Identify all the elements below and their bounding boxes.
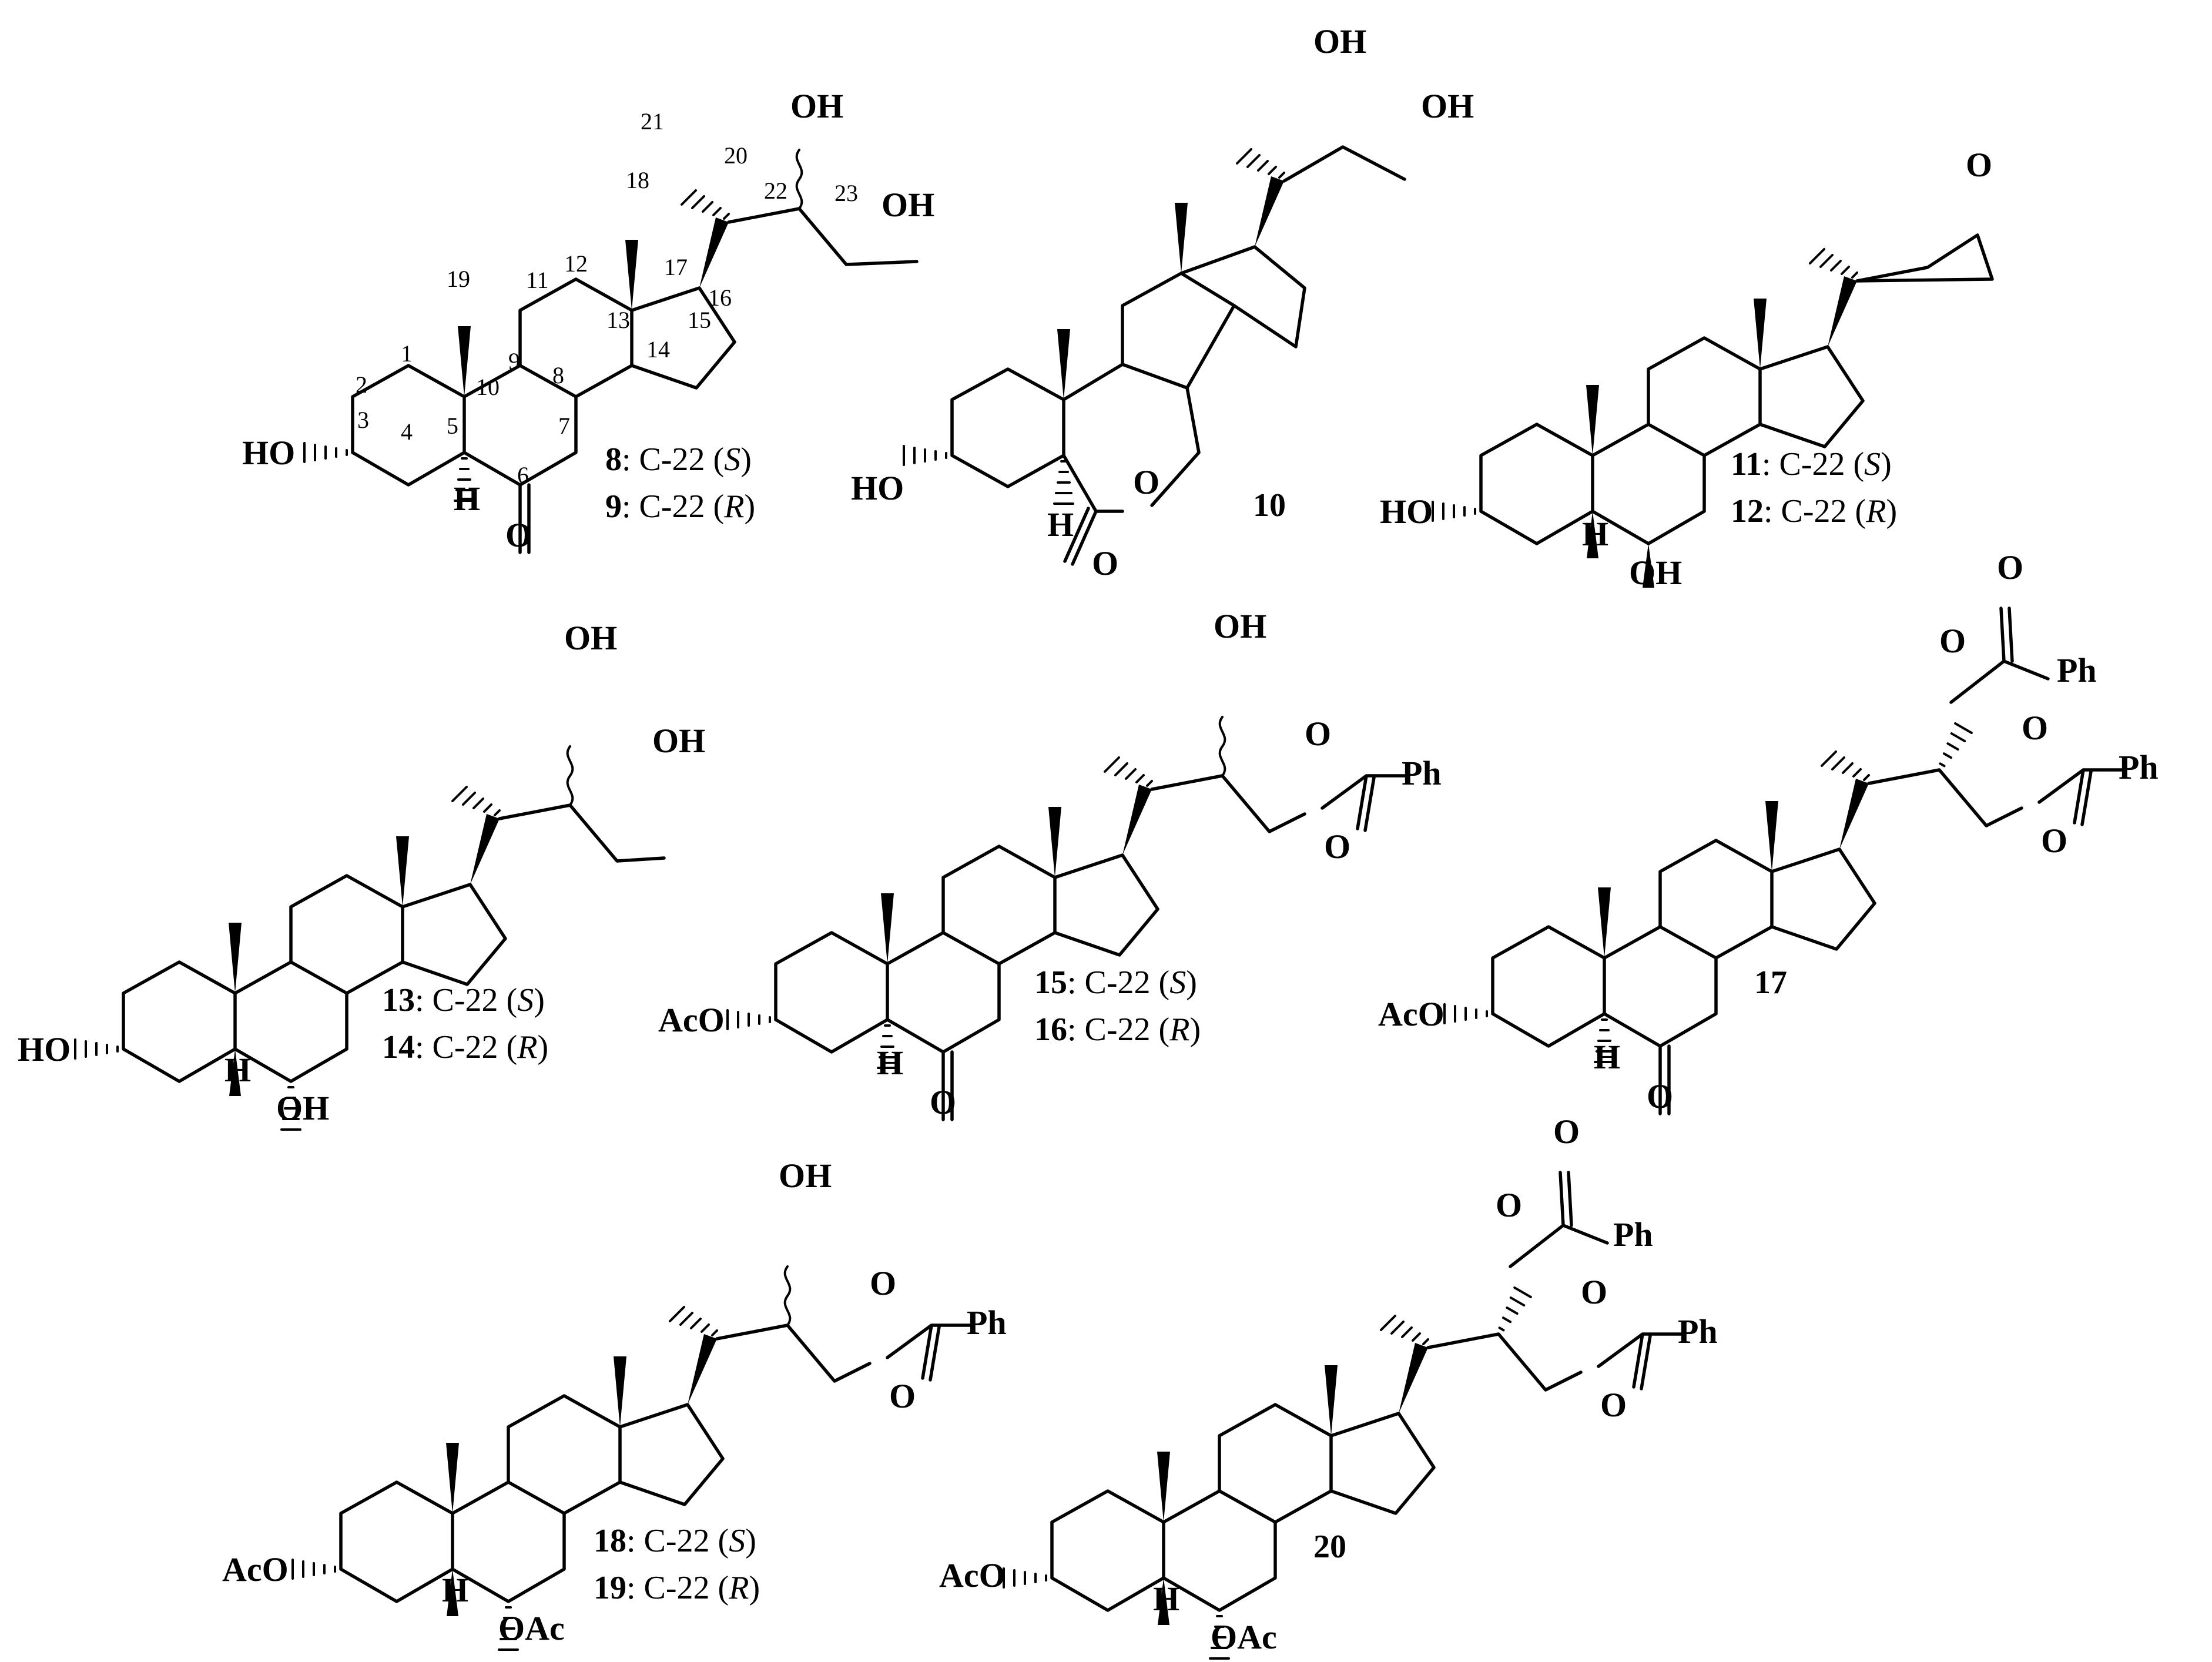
atom-ph22-17: Ph	[2057, 651, 2097, 689]
num-7: 7	[558, 413, 570, 439]
atom-ph-17: Ph	[2119, 748, 2159, 786]
num-18: 18	[626, 167, 649, 193]
caption-19: 19: C-22 (R)	[594, 1570, 760, 1606]
atom-o-carbonyl-17: O	[2041, 822, 2067, 860]
structure-17	[1443, 607, 2126, 1115]
atom-oh22-8: OH	[790, 87, 843, 125]
atom-ph22-20: Ph	[1613, 1215, 1653, 1254]
caption-17: 17	[1754, 964, 1787, 1001]
atom-o-10a: O	[1092, 544, 1118, 582]
atom-o6-15: O	[930, 1083, 956, 1121]
caption-14: 14: C-22 (R)	[382, 1029, 548, 1065]
atom-h-8: H	[454, 480, 480, 518]
atom-oh6-13: OH	[276, 1089, 329, 1127]
num-3: 3	[357, 407, 369, 433]
atom-aco-15: AcO	[658, 1001, 725, 1039]
num-8: 8	[552, 362, 564, 388]
num-9: 9	[508, 348, 520, 374]
atom-ph-20: Ph	[1678, 1312, 1718, 1351]
structure-20	[1003, 1171, 1685, 1660]
caption-9: 9: C-22 (R)	[605, 488, 755, 525]
atom-o-10b: O	[1133, 463, 1159, 501]
atom-o-epoxide: O	[1966, 146, 1992, 184]
atom-oac-20: OAc	[1211, 1618, 1277, 1656]
atom-o-ester-18: O	[870, 1264, 896, 1302]
atom-o-carbonyl-15: O	[1324, 827, 1350, 866]
atom-o22-20: O	[1496, 1186, 1522, 1224]
num-15: 15	[688, 307, 711, 333]
atom-h-18: H	[442, 1571, 468, 1609]
num-2: 2	[356, 371, 367, 398]
atom-o6-17: O	[1647, 1077, 1673, 1115]
atom-o-ester-20: O	[1581, 1273, 1607, 1311]
num-20: 20	[724, 142, 748, 169]
atom-o-8: O	[505, 516, 532, 554]
atom-oh22-10: OH	[1313, 22, 1366, 61]
atom-ph-15: Ph	[1402, 754, 1442, 792]
caption-11: 11: C-22 (S)	[1731, 446, 1892, 482]
atom-oh23-8: OH	[882, 186, 934, 224]
atom-o-carbonyl-20: O	[1600, 1386, 1627, 1424]
atom-aco-18: AcO	[222, 1550, 289, 1589]
num-19: 19	[447, 266, 470, 292]
atom-o-ester-17: O	[2022, 709, 2048, 747]
num-14: 14	[646, 336, 670, 363]
atom-o-carbonyl-18: O	[889, 1377, 916, 1415]
num-13: 13	[606, 307, 630, 333]
atom-h-11: H	[1582, 515, 1608, 553]
atom-oh23-13: OH	[652, 722, 705, 760]
atom-ho-11: HO	[1380, 492, 1433, 531]
num-17: 17	[664, 254, 688, 280]
atom-oh22-18: OH	[779, 1157, 832, 1195]
atom-oh22-15: OH	[1214, 607, 1266, 645]
structure-13-14	[74, 745, 666, 1131]
atom-oh6-11: OH	[1629, 554, 1682, 592]
atom-aco-20: AcO	[939, 1556, 1006, 1594]
caption-16: 16: C-22 (R)	[1034, 1011, 1201, 1048]
caption-18: 18: C-22 (S)	[594, 1523, 756, 1559]
structure-18-19	[291, 1265, 974, 1651]
atom-o-ester-15: O	[1305, 715, 1331, 753]
atom-h-10: H	[1047, 505, 1074, 544]
structure-10	[903, 145, 1406, 566]
num-16: 16	[708, 284, 732, 311]
num-5: 5	[447, 413, 458, 439]
num-23: 23	[834, 180, 858, 206]
atom-oac-18: OAc	[498, 1609, 565, 1647]
atom-aco-17: AcO	[1378, 995, 1444, 1033]
atom-o22-17: O	[1939, 622, 1966, 660]
num-6: 6	[517, 462, 529, 488]
atom-ho-8: HO	[242, 434, 295, 472]
atom-o-carbonyl22-17: O	[1997, 548, 2023, 587]
atom-o-carbonyl22-20: O	[1553, 1113, 1580, 1151]
atom-ph-18: Ph	[967, 1304, 1007, 1342]
atom-oh22-13: OH	[564, 619, 617, 657]
atom-h-20: H	[1153, 1580, 1179, 1618]
atom-oh23-10: OH	[1421, 87, 1474, 125]
caption-20: 20	[1313, 1529, 1346, 1565]
atom-h-15: H	[877, 1044, 903, 1082]
num-4: 4	[401, 418, 413, 445]
caption-8: 8: C-22 (S)	[605, 441, 752, 478]
structure-15-16	[726, 716, 1409, 1121]
num-10: 10	[476, 374, 500, 400]
num-1: 1	[401, 340, 413, 367]
caption-12: 12: C-22 (R)	[1731, 493, 1897, 530]
atom-ho-10: HO	[851, 469, 904, 507]
num-21: 21	[641, 108, 664, 135]
caption-13: 13: C-22 (S)	[382, 982, 545, 1018]
num-12: 12	[564, 250, 588, 277]
num-22: 22	[764, 177, 787, 204]
caption-10: 10	[1253, 487, 1286, 524]
caption-15: 15: C-22 (S)	[1034, 964, 1197, 1001]
atom-h-13: H	[224, 1051, 251, 1089]
structure-11-12	[1432, 233, 1994, 588]
structure-8-9	[303, 149, 919, 554]
num-11: 11	[526, 267, 549, 293]
atom-ho-13: HO	[18, 1030, 71, 1068]
atom-h-17: H	[1594, 1038, 1620, 1076]
